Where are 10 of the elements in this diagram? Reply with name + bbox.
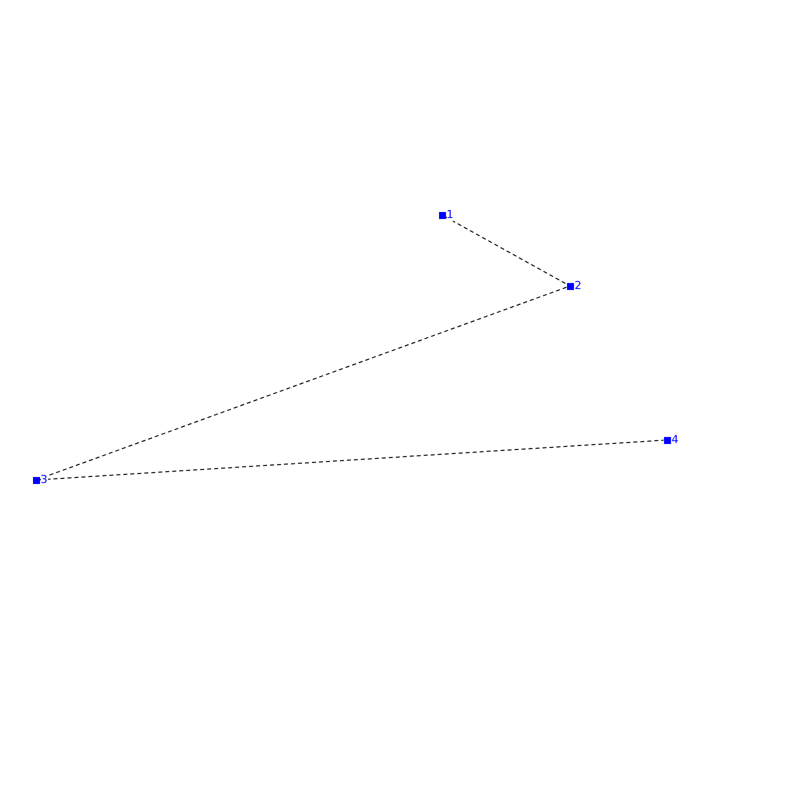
point-number: 2 [574,280,582,292]
dashed-line [445,216,567,285]
point-number: 1 [446,209,454,221]
dashed-line [39,440,664,480]
square-marker [664,436,670,444]
square-marker [32,476,40,484]
point-number: 3 [40,474,48,486]
point-number: 4 [672,434,678,446]
square-marker [438,212,446,218]
square-marker [566,282,574,290]
